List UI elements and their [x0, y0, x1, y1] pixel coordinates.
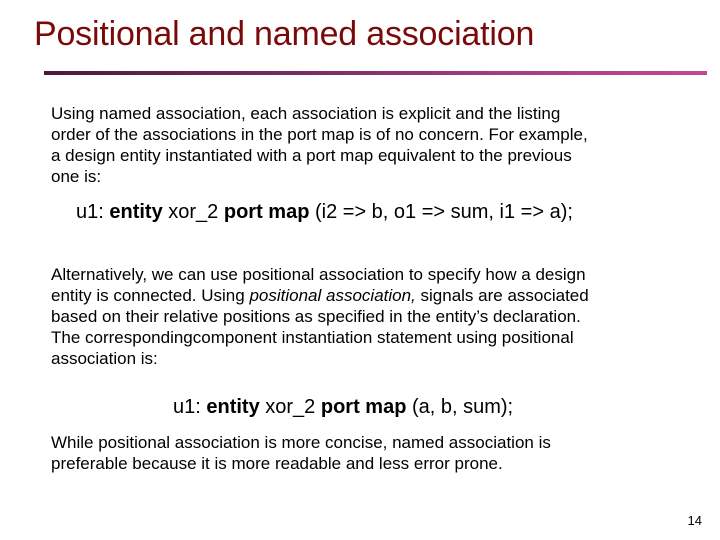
text-line: The correspondingcomponent instantiation…: [51, 328, 574, 347]
code-keyword-entity: entity: [109, 201, 163, 223]
code-entity-name: xor_2: [162, 201, 224, 223]
code-example-positional: u1: entity xor_2 port map (a, b, sum);: [173, 394, 513, 420]
text-line: a design entity instantiated with a port…: [51, 146, 572, 165]
code-args: (i2 => b, o1 => sum, i1 => a);: [309, 201, 573, 223]
emphasis-text: positional association,: [249, 286, 416, 305]
text-line: preferable because it is more readable a…: [51, 454, 503, 473]
code-keyword-entity: entity: [206, 396, 260, 418]
text-line: Using named association, each associatio…: [51, 104, 561, 123]
code-args: (a, b, sum);: [406, 396, 514, 418]
code-keyword-port-map: port map: [320, 396, 407, 418]
text-line: entity is connected. Using positional as…: [51, 285, 589, 306]
paragraph-conclusion: While positional association is more con…: [51, 432, 551, 474]
paragraph-named-association: Using named association, each associatio…: [51, 103, 588, 187]
text-segment: entity is connected. Using: [51, 286, 250, 305]
title-divider: [44, 71, 707, 75]
code-entity-name: xor_2: [259, 396, 321, 418]
text-line: Alternatively, we can use positional ass…: [51, 265, 586, 284]
slide-title: Positional and named association: [34, 15, 535, 53]
text-line: order of the associations in the port ma…: [51, 125, 588, 144]
page-number: 14: [687, 513, 702, 528]
text-segment: signals are associated: [415, 286, 589, 305]
code-label: u1:: [76, 201, 110, 223]
code-label: u1:: [173, 396, 207, 418]
code-example-named: u1: entity xor_2 port map (i2 => b, o1 =…: [76, 199, 573, 225]
code-keyword-port-map: port map: [223, 201, 310, 223]
text-line: based on their relative positions as spe…: [51, 307, 581, 326]
text-line: one is:: [51, 167, 102, 186]
text-line: association is:: [51, 349, 158, 368]
text-line: While positional association is more con…: [51, 433, 551, 452]
paragraph-positional-association: Alternatively, we can use positional ass…: [51, 264, 589, 369]
